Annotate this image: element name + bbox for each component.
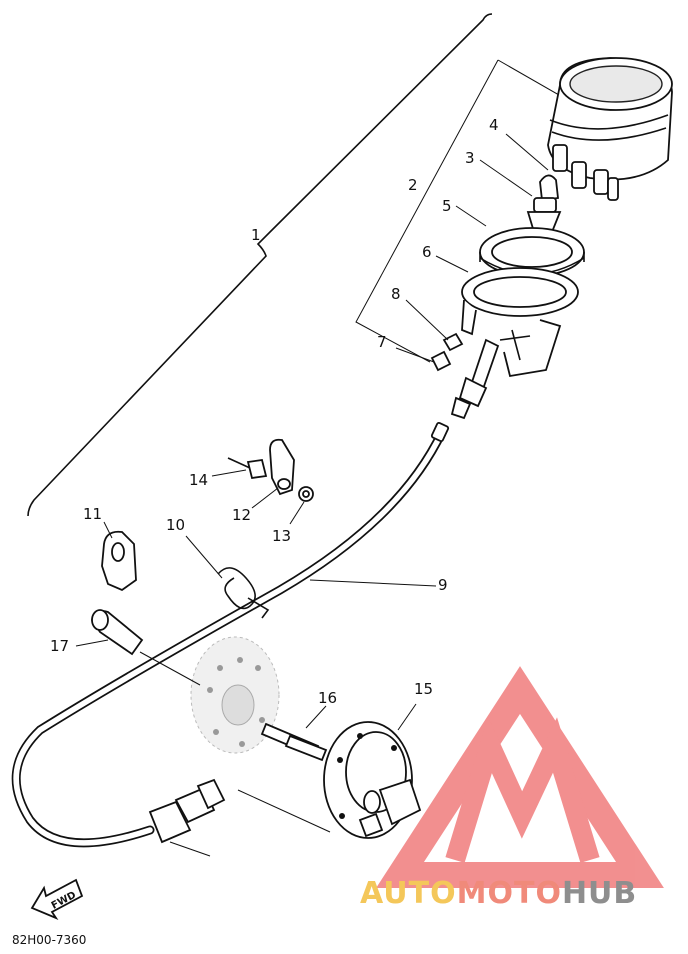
cable-guide-11 — [101, 530, 137, 592]
watermark-hub: HUB — [562, 876, 637, 911]
callout-5: 5 — [442, 197, 452, 215]
watermark-auto: AUTO — [360, 876, 457, 911]
bulb-and-socket — [526, 174, 562, 233]
cable-meter-connector — [450, 338, 500, 420]
svg-text:AUTOMOTOHUB: AUTOMOTOHUB — [360, 876, 637, 911]
callout-17: 17 — [50, 637, 69, 655]
bolt-17 — [91, 609, 144, 656]
callout-3: 3 — [465, 149, 475, 167]
meter-case — [461, 267, 579, 378]
callout-4: 4 — [489, 116, 499, 134]
drawing-code: 82H00-7360 — [12, 933, 86, 947]
speedometer-meter — [547, 57, 673, 201]
speedometer-gear-unit — [323, 721, 422, 839]
wheel-hub — [190, 636, 280, 754]
shaft-16 — [260, 722, 328, 762]
callout-7: 7 — [377, 333, 387, 351]
automotohub-logo — [376, 666, 664, 888]
callout-6: 6 — [422, 243, 432, 261]
callout-10: 10 — [166, 516, 185, 534]
grommet-7 — [430, 350, 452, 372]
callout-11: 11 — [83, 505, 102, 523]
leader-lines — [75, 133, 549, 731]
callouts: 1 2 3 4 5 6 7 8 9 10 11 12 13 14 15 16 1… — [50, 116, 499, 707]
callout-14: 14 — [189, 471, 208, 489]
callout-8: 8 — [391, 285, 401, 303]
callout-15: 15 — [414, 680, 433, 698]
speedometer-cable — [11, 421, 450, 848]
fwd-arrow-icon: FWD — [30, 878, 84, 920]
callout-2: 2 — [408, 176, 418, 194]
washer-13 — [298, 486, 314, 502]
callout-16: 16 — [318, 689, 337, 707]
assembly-guide-lines — [139, 651, 331, 857]
cable-gear-end — [148, 778, 226, 844]
callout-13: 13 — [272, 527, 291, 545]
cable-clamp-12 — [269, 438, 295, 496]
cable-clamp-10 — [217, 567, 270, 619]
callout-1: 1 — [251, 226, 261, 244]
screw-14 — [227, 457, 268, 480]
callout-12: 12 — [232, 506, 251, 524]
automotohub-watermark: AUTOMOTOHUB — [360, 876, 637, 911]
watermark-moto: MOTO — [457, 876, 562, 911]
bracket-1 — [27, 13, 493, 517]
meter-ring — [479, 227, 585, 277]
grommet-8 — [442, 332, 464, 352]
callout-9: 9 — [438, 576, 448, 594]
